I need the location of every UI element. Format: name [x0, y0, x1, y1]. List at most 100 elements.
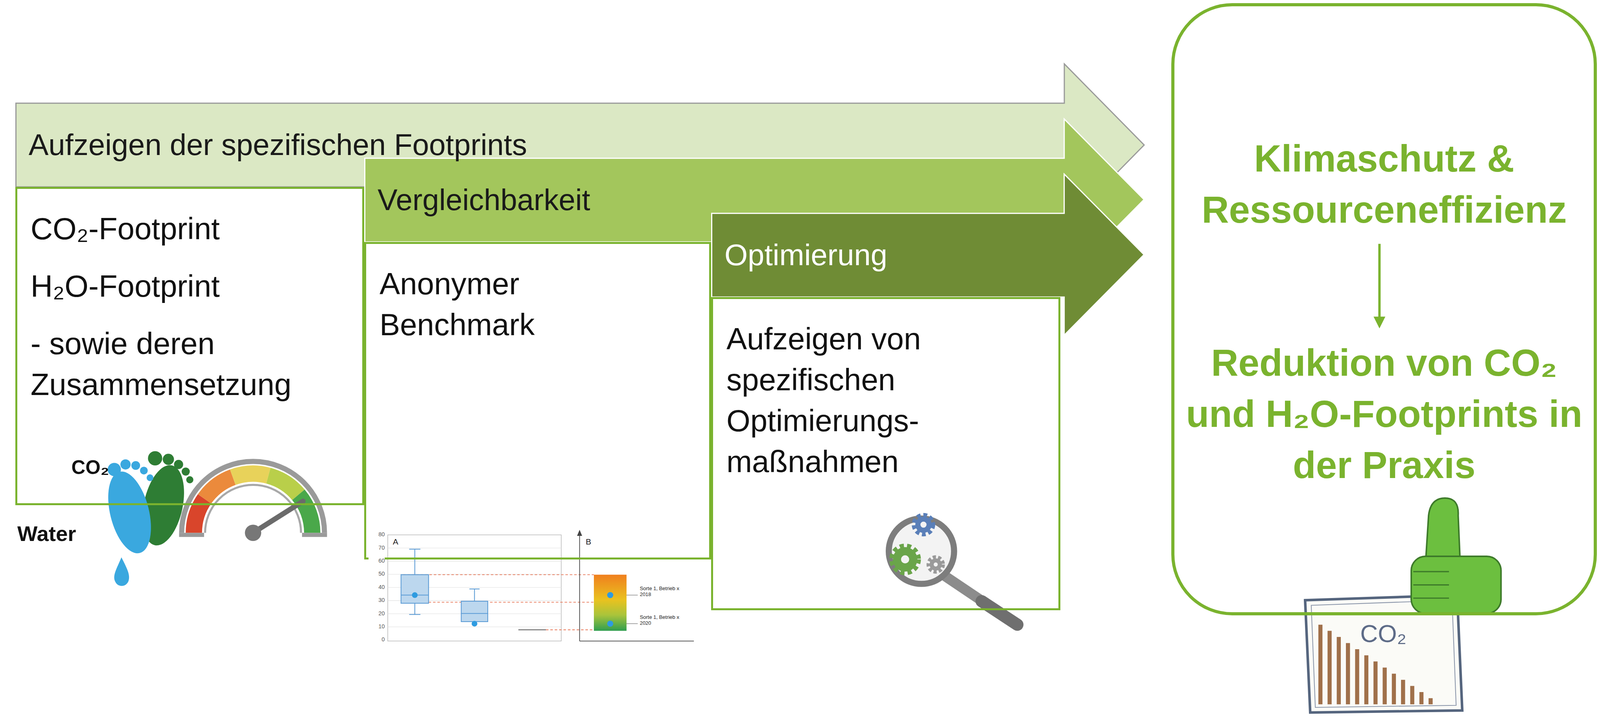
box-text: CO₂-Footprint — [30, 208, 350, 249]
result-text: Klimaschutz & Ressourceneffizienz — [1185, 132, 1583, 236]
label-anchor: CO₂ — [1360, 619, 1407, 648]
boxplot-chart-part-part — [414, 549, 416, 575]
magnifier-icon-part — [981, 600, 1018, 625]
co2-card-icon-part-part — [1364, 655, 1369, 705]
benchmark-bar-part — [576, 529, 583, 536]
benchmark-bar-part — [579, 532, 581, 641]
footprint-icon-part — [107, 462, 122, 477]
axis-tick: 50 — [368, 570, 386, 577]
boxplot-chart-part-part — [545, 629, 594, 631]
footprint-icon-part — [162, 453, 175, 465]
co2-card-icon-part-part — [1410, 685, 1414, 705]
result-text: Reduktion von CO₂ und H₂O-Footprints in … — [1185, 337, 1583, 491]
boxplot-chart-part-part — [461, 612, 488, 614]
footprint-icon — [100, 451, 194, 587]
magnifier-icon-part — [920, 521, 927, 528]
data-annotation: Sorte 1, Betrieb x 2018 — [639, 585, 685, 598]
box-text: H₂O-Footprint — [30, 265, 350, 307]
boxplot-chart — [387, 534, 594, 641]
down-arrow-shaft — [1378, 243, 1381, 319]
boxplot-chart-part-part — [518, 629, 546, 631]
boxplot-chart-part-part — [428, 601, 594, 603]
axis-tick: 20 — [368, 610, 386, 617]
label-anchor: Water — [17, 521, 76, 547]
box-text: Anonymer Benchmark — [379, 263, 635, 345]
label-anchor: 70 — [368, 544, 386, 551]
boxplot-chart-part — [401, 549, 546, 630]
thumbs-up-icon-part — [1425, 497, 1460, 564]
content-box: CO₂-FootprintH₂O-Footprint- sowie deren … — [15, 186, 365, 506]
magnifier-icon-part — [933, 562, 938, 567]
axis-tick: 60 — [368, 557, 386, 564]
icon-label: Water — [17, 521, 76, 547]
gauge-icon-part — [181, 461, 325, 533]
icon-label: CO₂ — [71, 456, 110, 479]
label-anchor: 80 — [368, 530, 386, 538]
boxplot-chart-part — [387, 534, 562, 641]
gauge-icon-part — [252, 501, 303, 533]
arrow-heading: Optimierung — [711, 213, 888, 297]
benchmark-bar-part — [593, 574, 627, 631]
label-anchor: B — [585, 536, 592, 547]
thumbs-up-icon-part — [1411, 556, 1501, 614]
label-anchor: 0 — [368, 635, 386, 643]
thumbs-up-icon-part — [1413, 570, 1449, 572]
label-anchor: 50 — [368, 570, 386, 577]
axis-tick: 10 — [368, 623, 386, 630]
gauge-icon-part — [178, 532, 205, 537]
arrow-heading: Vergleichbarkeit — [364, 158, 590, 242]
process-arrow: Optimierung — [711, 173, 1145, 336]
footprint-icon-part — [114, 557, 130, 587]
boxplot-chart-part-part — [414, 602, 416, 615]
axis-tick: 30 — [368, 596, 386, 603]
label-anchor: 60 — [368, 557, 386, 564]
axis-tick: 40 — [368, 583, 386, 590]
label-anchor: 40 — [368, 583, 386, 590]
boxplot-chart-part — [471, 620, 478, 627]
co2-card-icon-part — [1311, 600, 1457, 708]
illustration-part — [100, 451, 1501, 713]
thumbs-up-icon — [1411, 497, 1501, 614]
footprint-icon-part — [120, 458, 131, 470]
thumbs-up-icon-part — [1413, 584, 1449, 586]
boxplot-chart-part — [411, 591, 418, 598]
gauge-icon-part — [197, 469, 236, 504]
co2-card-icon-part-part — [1345, 642, 1350, 705]
gauge-icon-part — [245, 524, 262, 542]
icon-label: CO₂ — [1360, 619, 1407, 648]
label-anchor: Sorte 1, Betrieb x 2020 — [639, 614, 685, 627]
boxplot-chart-part-part — [461, 600, 488, 622]
footprint-icon-part — [181, 467, 190, 476]
benchmark-bar-part — [626, 594, 638, 596]
boxplot-chart-part-part — [387, 547, 562, 548]
arrow-heading: Aufzeigen der spezifischen Footprints — [15, 103, 528, 187]
result-box: Klimaschutz & RessourceneffizienzRedukti… — [1171, 3, 1597, 616]
footprint-icon-part — [173, 459, 183, 469]
panel-letter: B — [585, 536, 592, 547]
co2-card-icon-part-part — [1318, 624, 1323, 705]
magnifier-icon-part — [945, 576, 1018, 625]
benchmark-bar-part — [579, 640, 695, 642]
boxplot-chart-part-part — [469, 588, 480, 590]
boxplot-chart-part — [387, 547, 562, 627]
gauge-icon-part — [230, 465, 271, 485]
down-arrow-head — [1373, 316, 1386, 329]
label-anchor: Sorte 1, Betrieb x 2018 — [639, 585, 685, 598]
gauge-icon-part — [302, 532, 328, 537]
magnifier-icon-part — [915, 516, 932, 533]
label-anchor: 10 — [368, 623, 386, 630]
gauge-icon — [178, 461, 327, 541]
co2-card-icon-part-part — [1336, 636, 1341, 705]
label-anchor: A — [392, 536, 399, 547]
boxplot-chart-part — [403, 574, 594, 630]
boxplot-chart-part-part — [403, 574, 594, 576]
co2-card-icon-part-part — [1391, 673, 1396, 705]
label-anchor: 20 — [368, 610, 386, 617]
boxplot-chart-part-part — [387, 560, 562, 562]
magnifier-icon-part — [928, 557, 943, 572]
footprint-icon-part — [147, 451, 163, 466]
magnifier-icon-part — [901, 554, 910, 564]
magnifier-icon-part — [914, 515, 933, 534]
content-box: Anonymer Benchmark — [364, 241, 712, 560]
